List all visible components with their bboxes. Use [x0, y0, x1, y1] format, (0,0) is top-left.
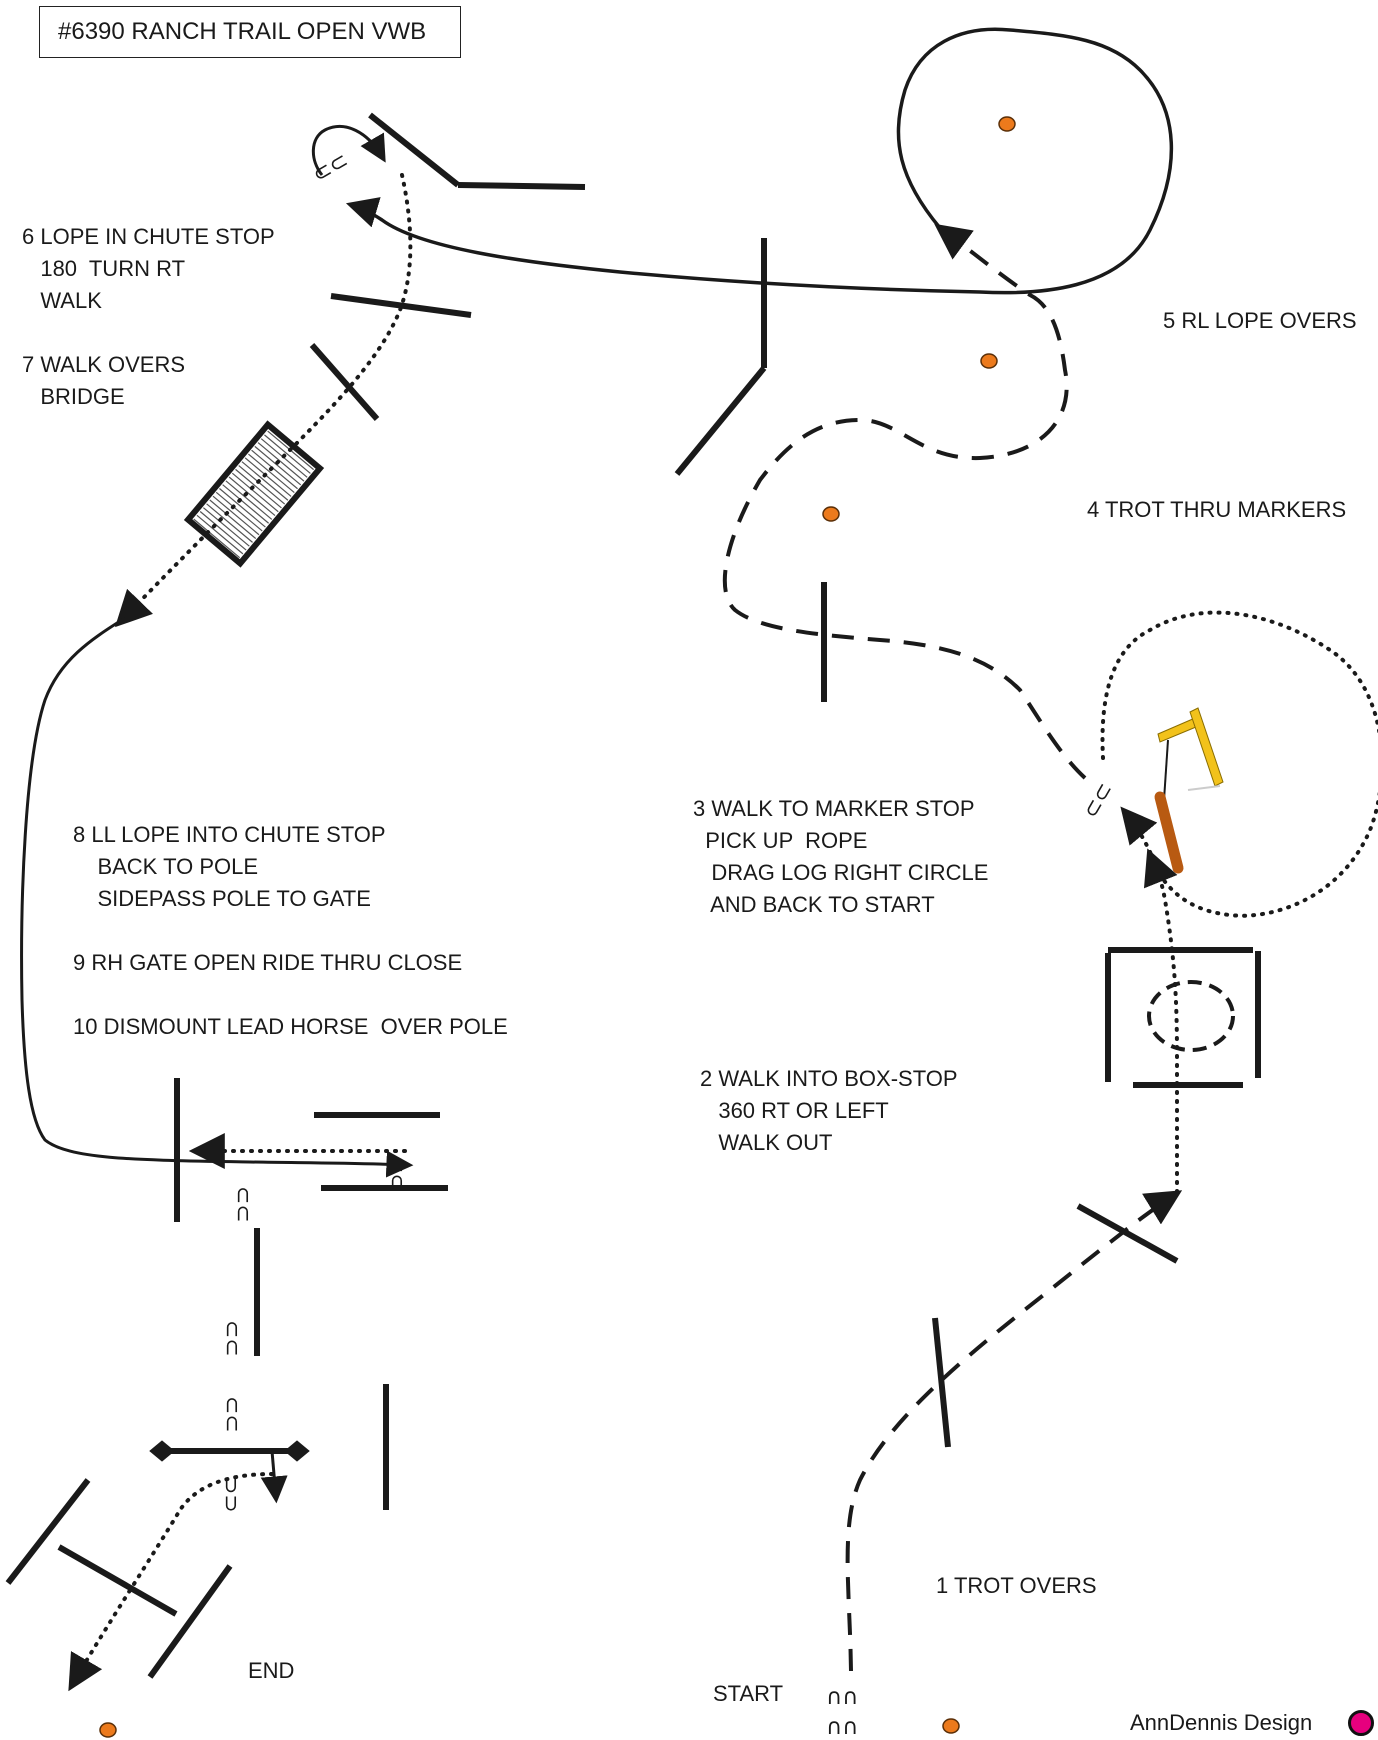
- step-2-label: 2 WALK INTO BOX-STOP 360 RT OR LEFT WALK…: [700, 1066, 958, 1155]
- step-8-label: 8 LL LOPE INTO CHUTE STOP BACK TO POLE S…: [73, 822, 386, 911]
- title-box: #6390 RANCH TRAIL OPEN VWB: [39, 6, 461, 58]
- marker-3: [822, 506, 840, 522]
- design-credit: AnnDennis Design: [1130, 1710, 1313, 1735]
- end-label: END: [248, 1658, 295, 1683]
- marker-1: [998, 116, 1016, 132]
- svg-text:∩∩: ∩∩: [826, 1715, 858, 1740]
- step-5-label: 5 RL LOPE OVERS: [1163, 308, 1357, 333]
- path-walk-into-box: [1120, 806, 1179, 1194]
- chute-pole-left: [368, 112, 460, 188]
- drag-log: [1154, 791, 1184, 874]
- walk-over-pole-1: [330, 293, 472, 318]
- step-1-label: 1 TROT OVERS: [936, 1573, 1097, 1598]
- svg-text:⊂⊂: ⊂⊂: [309, 148, 353, 188]
- path-drag-log-circle: [1100, 610, 1378, 918]
- bridge: [183, 420, 325, 568]
- step-3-label: 3 WALK TO MARKER STOP PICK UP ROPE DRAG …: [693, 796, 989, 917]
- path-trot-overs: [845, 1190, 1183, 1672]
- chute-pole-right: [457, 182, 586, 190]
- path-trot-markers: [722, 223, 1087, 780]
- rope-post: [1157, 707, 1224, 801]
- gate: [149, 1440, 310, 1504]
- path-lope-overs: [345, 27, 1174, 295]
- path-180-turn: [311, 125, 386, 176]
- trot-over-pole-2: [932, 1317, 951, 1448]
- path-lope-into-chute: [20, 616, 414, 1178]
- step-6-label: 6 LOPE IN CHUTE STOP 180 TURN RT WALK: [22, 224, 275, 313]
- path-walk-overs: [114, 173, 413, 628]
- marker-5: [99, 1722, 117, 1738]
- marker-4: [942, 1718, 960, 1734]
- svg-text:⊂⊂: ⊂⊂: [1079, 779, 1119, 823]
- marker-2: [980, 353, 998, 369]
- step-4-label: 4 TROT THRU MARKERS: [1087, 497, 1347, 522]
- walk-over-pole-2: [309, 343, 380, 421]
- path-lead-to-end: [68, 1472, 274, 1692]
- markers: [99, 116, 1016, 1738]
- end-pole-3: [147, 1564, 233, 1679]
- svg-text:⊂⊂: ⊂⊂: [219, 1396, 244, 1433]
- end-pole-1: [5, 1478, 91, 1585]
- box-circle: [1147, 980, 1235, 1052]
- obstacles: [5, 112, 1261, 1679]
- svg-text:⊂⊂: ⊂⊂: [230, 1186, 255, 1223]
- svg-text:⊂⊂: ⊂⊂: [384, 1155, 409, 1192]
- step-10-label: 10 DISMOUNT LEAD HORSE OVER POLE: [73, 1014, 508, 1039]
- hoof-prints: ∩∩ ∩∩ ⊂⊂ ⊂⊂ ⊂⊂ ⊂⊂ ⊂⊂ ⊂⊂ ⊃⊃: [218, 148, 1119, 1740]
- end-pole-2: [57, 1544, 178, 1617]
- pattern-title: #6390 RANCH TRAIL OPEN VWB: [58, 18, 427, 45]
- step-9-label: 9 RH GATE OPEN RIDE THRU CLOSE: [73, 950, 463, 975]
- trot-over-pole-1: [1076, 1203, 1179, 1264]
- svg-text:⊃⊃: ⊃⊃: [218, 1476, 243, 1513]
- svg-text:⊂⊂: ⊂⊂: [219, 1320, 244, 1357]
- center-pole-diagonal: [674, 366, 767, 476]
- svg-text:∩∩: ∩∩: [826, 1685, 858, 1710]
- copyright-logo-icon: [1348, 1710, 1374, 1736]
- start-label: START: [713, 1681, 784, 1706]
- step-7-label: 7 WALK OVERS BRIDGE: [22, 352, 186, 409]
